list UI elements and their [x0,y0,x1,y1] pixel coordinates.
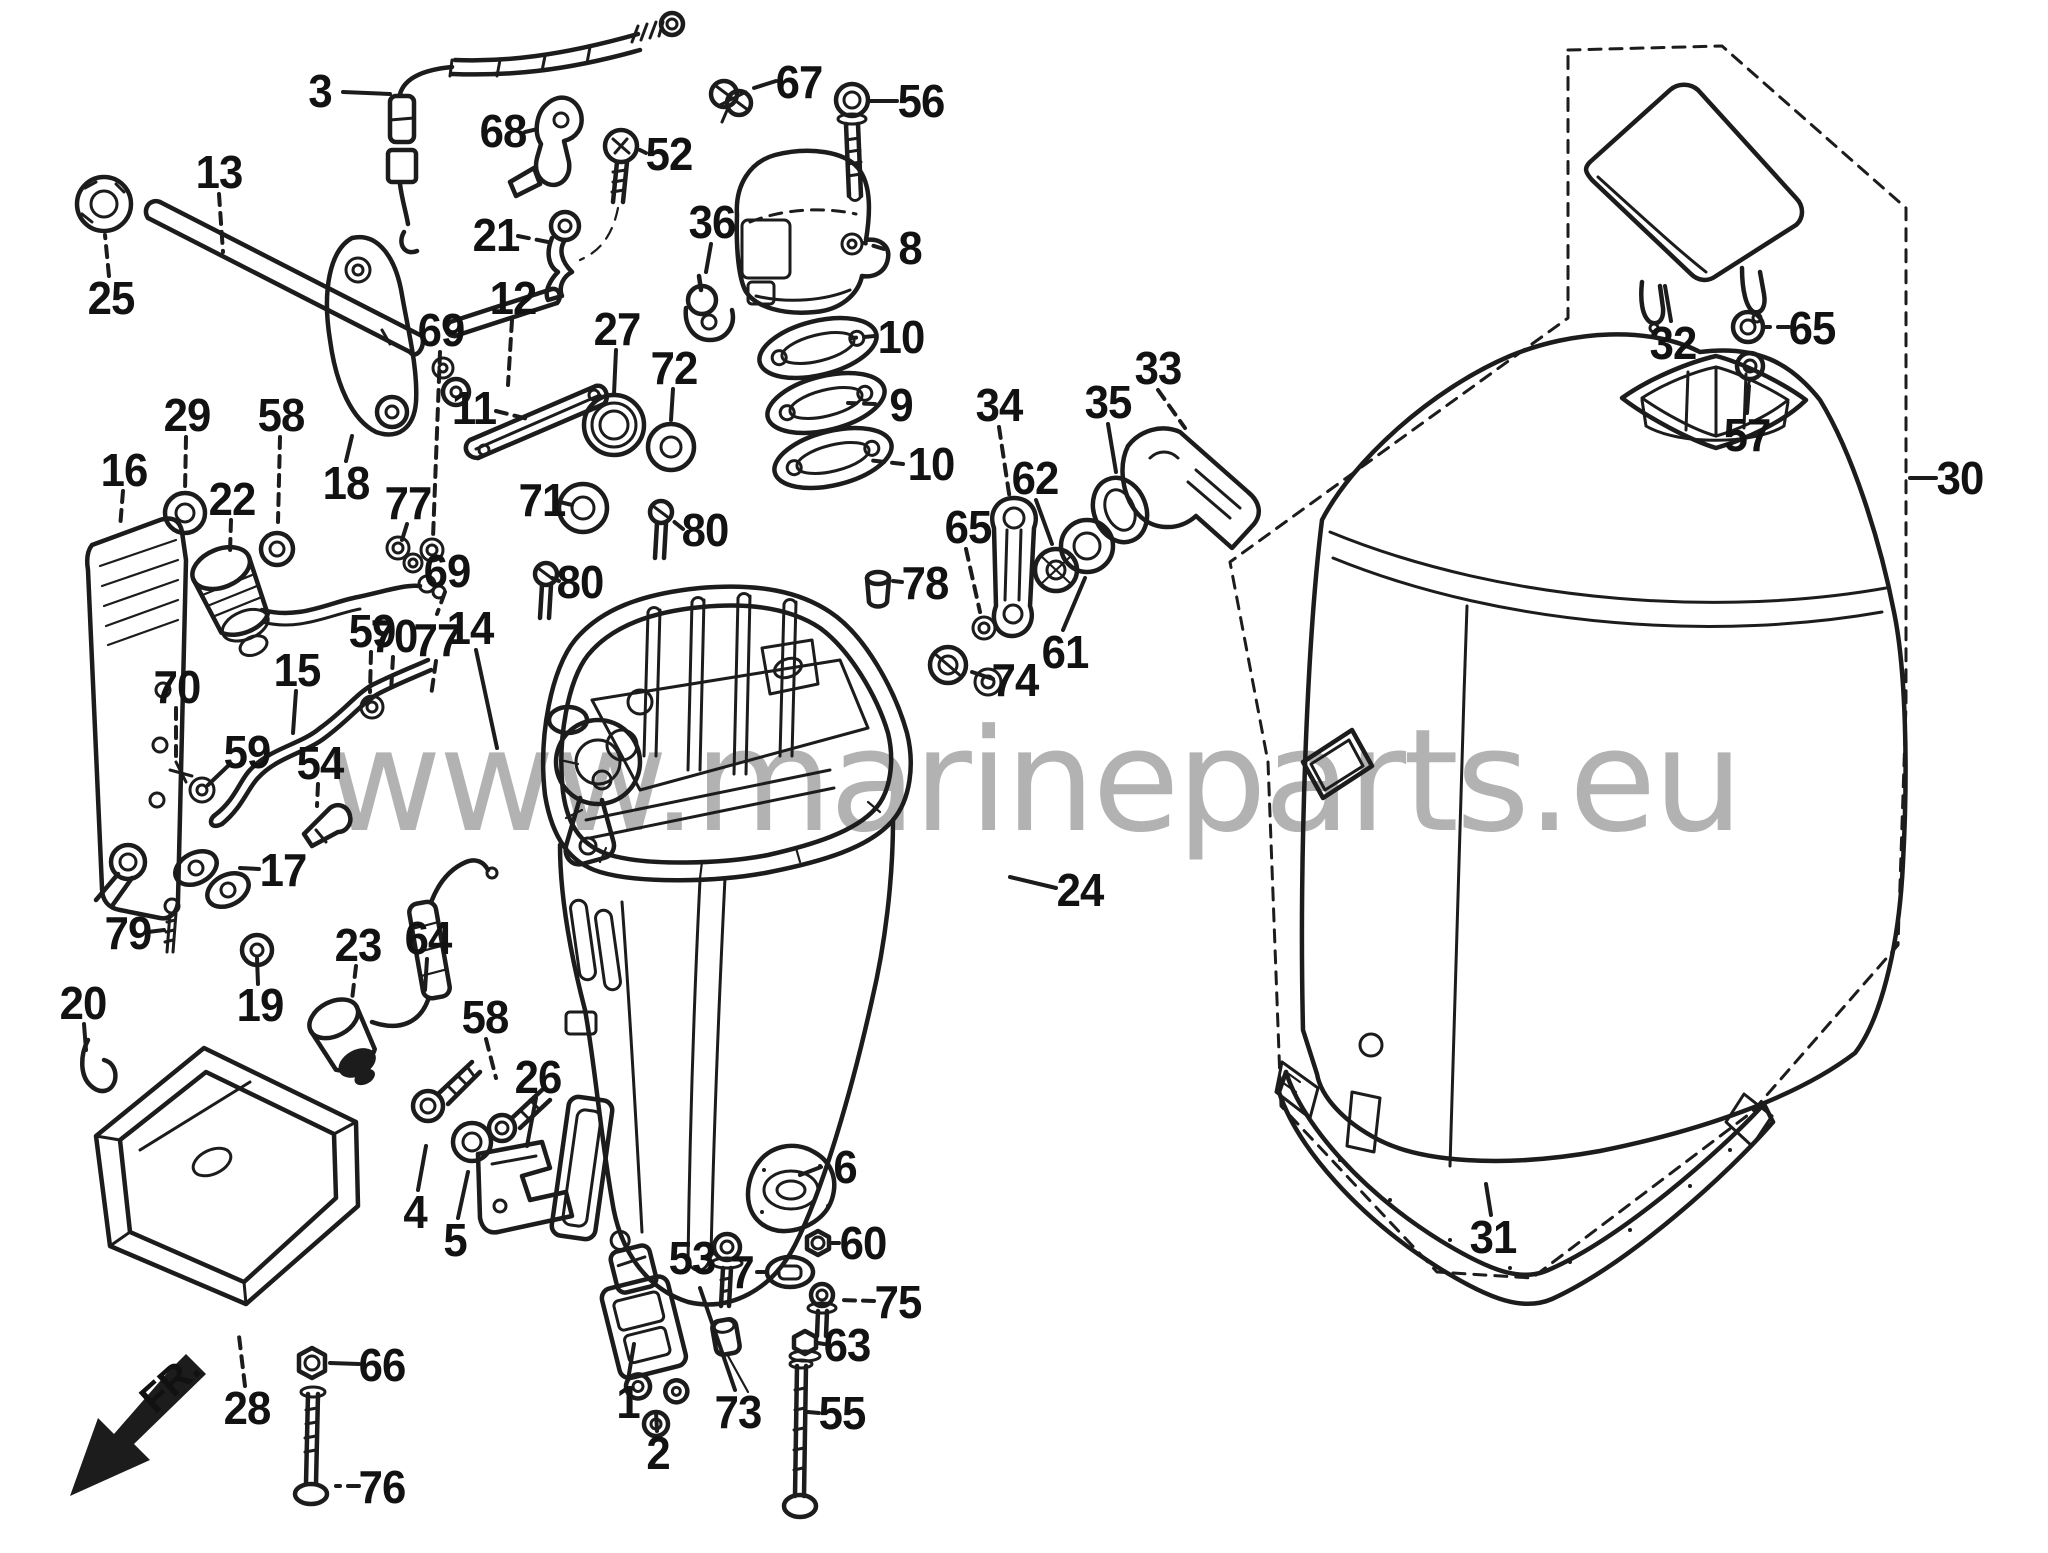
electric-parts-cover-8 [734,148,891,315]
leader-3 [341,90,392,96]
leader-5 [456,1170,470,1220]
leader-77b [429,659,438,698]
leader-4 [416,1144,428,1192]
cover-lid-32 [1583,82,1805,334]
leader-8 [862,241,886,251]
leader-29 [183,435,188,494]
shift-rod-bracket-group [74,174,736,574]
leader-66 [328,1361,361,1366]
tilt-switch-1 [599,1229,690,1405]
cable-hanger-68 [507,95,584,199]
leader-31 [1484,1182,1493,1217]
leader-53 [706,1250,716,1260]
under-case-24 [540,584,913,1307]
leader-27 [612,348,618,396]
leader-11 [494,409,534,422]
leader-80b [550,576,561,583]
leader-72 [669,387,675,422]
leader-80a [670,518,685,531]
leader-18 [344,434,354,463]
engine-cover-assembly [1228,44,1908,1307]
leader-13 [217,192,225,254]
leader-59b [206,762,232,787]
leader-54 [315,782,320,808]
bolt-56 [833,81,871,202]
leader-24 [1008,875,1058,890]
leader-65a [964,547,982,614]
leader-20 [82,1022,88,1052]
leader-34 [997,425,1012,502]
leader-71 [558,500,574,507]
mount-bolt-group [410,1059,575,1235]
leader-25 [103,233,111,278]
leader-63 [816,1341,826,1346]
leader-10a [850,334,877,340]
leader-69a [431,350,442,540]
leader-57 [1745,384,1751,415]
leader-2 [654,1410,659,1433]
leader-67 [752,79,778,90]
leader-68 [523,126,544,134]
leader-69b [435,590,447,616]
leader-12 [506,318,514,387]
screw-52 [578,127,640,262]
cover-latch-group [864,426,1262,697]
leader-33 [1156,388,1187,430]
leader-32 [1663,284,1673,323]
leader-19 [255,956,260,986]
throttle-cable-assembly [385,10,871,303]
leader-52 [638,148,648,155]
leader-35 [1106,422,1118,474]
leader-73 [698,1286,737,1392]
leader-70a [389,655,395,694]
leader-75 [838,1298,876,1303]
leader-77a [400,522,409,542]
leader-28 [237,1334,247,1388]
leader-36 [704,242,713,274]
lower-left-parts-group [80,848,499,1507]
leader-15 [291,689,298,735]
leader-59a [368,650,373,694]
leader-58b [484,1037,498,1080]
watermark-text: www.marineparts.eu [326,699,1741,864]
leader-26 [525,1096,538,1148]
leader-16 [118,489,125,530]
under-case-fasteners-group [532,498,838,1520]
leader-61 [1061,576,1087,632]
leader-23 [350,964,358,1002]
leader-21 [516,234,550,244]
leader-55 [806,1410,821,1415]
leader-9 [846,401,877,406]
mount-rubber-stack-10-9-10 [757,315,894,491]
fuel-pump-14 [546,688,654,867]
cable-clip-67 [708,78,754,124]
leader-62 [1034,498,1054,546]
clamp-21 [544,209,582,303]
leader-79 [146,928,166,934]
leader-58a [276,435,282,524]
clamp-36 [683,273,736,343]
leader-64 [423,957,429,992]
leader-6 [798,1165,823,1177]
leader-lines [82,79,1938,1488]
fr-direction-marker: FR. [70,1346,209,1496]
leader-78 [891,579,904,584]
leader-10b [866,458,905,466]
leader-74 [970,670,995,681]
leader-14 [474,648,499,750]
leader-17 [238,866,261,871]
leader-22 [228,518,233,554]
leader-1 [626,1342,636,1382]
